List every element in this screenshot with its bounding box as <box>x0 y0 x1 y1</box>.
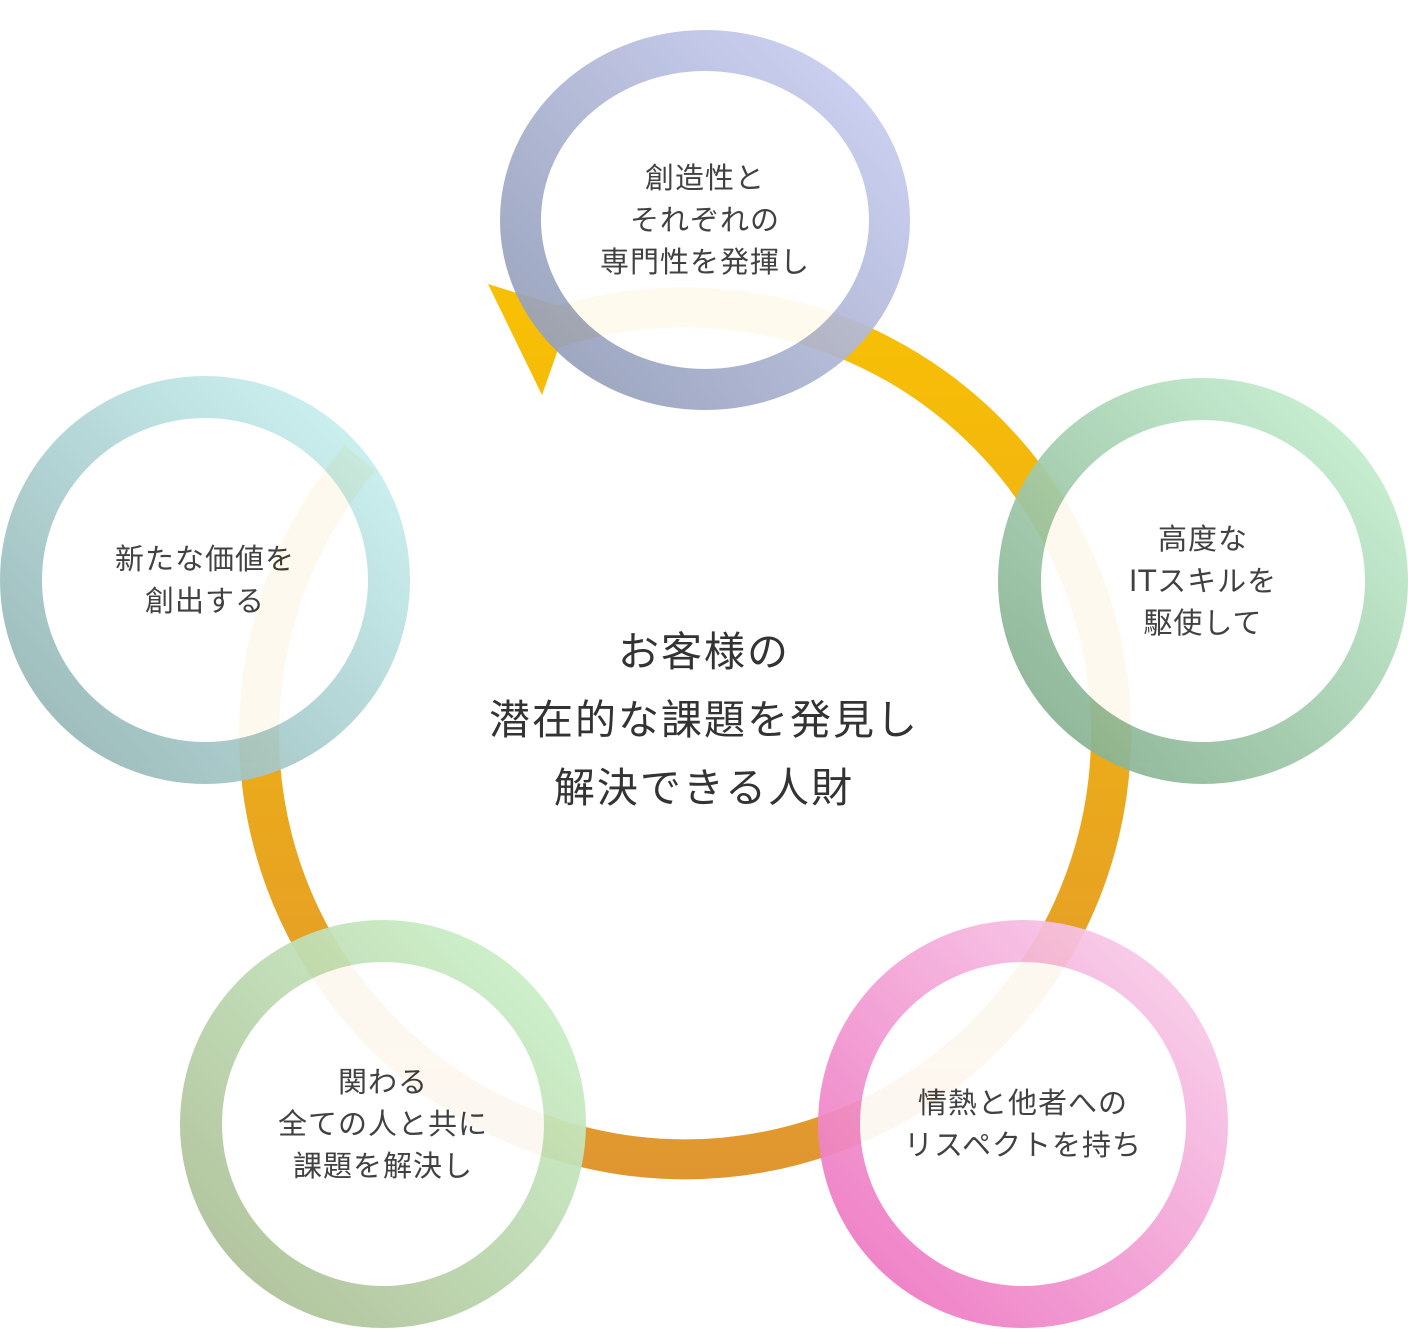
node-new-value-inner: 新たな価値を 創出する <box>42 418 368 742</box>
node-new-value: 新たな価値を 創出する <box>0 376 410 784</box>
node-it-skills-label: 高度な ITスキルを 駆使して <box>1128 522 1278 640</box>
node-it-skills-inner: 高度な ITスキルを 駆使して <box>1041 420 1365 742</box>
node-creativity: 創造性と それぞれの 専門性を発揮し <box>500 30 910 410</box>
node-passion-inner: 情熱と他者への リスペクトを持ち <box>860 962 1186 1286</box>
center-statement: お客様の 潜在的な課題を発見し 解決できる人財 <box>489 628 919 812</box>
node-passion: 情熱と他者への リスペクトを持ち <box>818 920 1228 1328</box>
node-collaboration-label: 関わる 全ての人と共に 課題を解決し <box>277 1065 488 1183</box>
node-it-skills: 高度な ITスキルを 駆使して <box>998 378 1408 784</box>
node-new-value-label: 新たな価値を 創出する <box>114 542 295 618</box>
node-creativity-label: 創造性と それぞれの 専門性を発揮し <box>599 161 810 279</box>
node-collaboration-inner: 関わる 全ての人と共に 課題を解決し <box>222 962 544 1286</box>
node-collaboration: 関わる 全ての人と共に 課題を解決し <box>180 920 586 1328</box>
node-creativity-inner: 創造性と それぞれの 専門性を発揮し <box>541 71 869 369</box>
node-passion-label: 情熱と他者への リスペクトを持ち <box>904 1086 1142 1162</box>
